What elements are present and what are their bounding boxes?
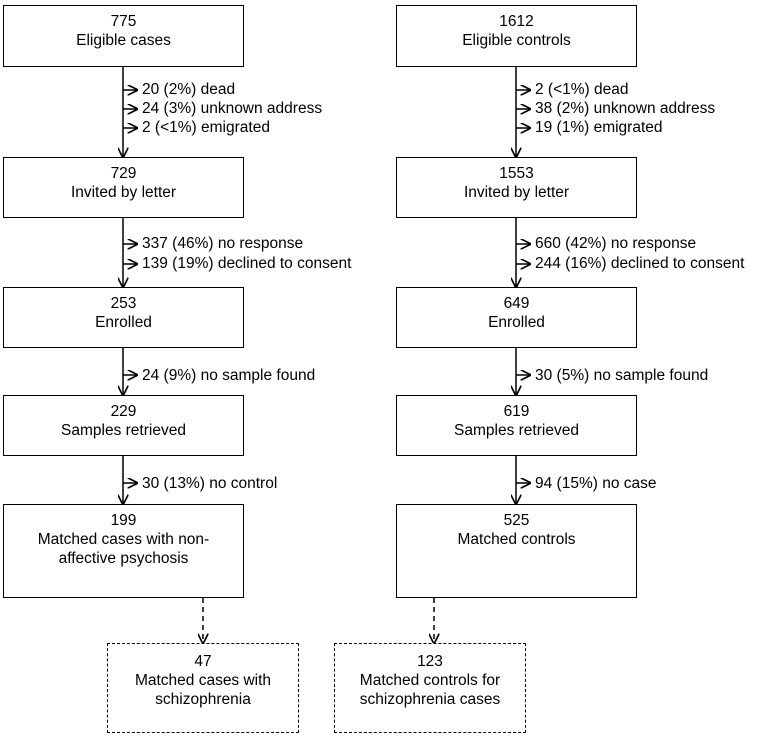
label: affective psychosis — [58, 550, 189, 567]
count: 525 — [503, 512, 530, 529]
count: 199 — [110, 512, 137, 529]
exclusion-item: 30 (5%) no sample found — [535, 367, 709, 384]
box-samples-controls: 619 Samples retrieved — [396, 395, 637, 456]
exclusion-item: 24 (3%) unknown address — [142, 100, 323, 117]
exclusion-cases-2: 337 (46%) no response 139 (19%) declined… — [142, 234, 351, 274]
box-eligible-controls: 1612 Eligible controls — [396, 5, 637, 67]
box-enrolled-controls: 649 Enrolled — [396, 287, 637, 348]
count: 47 — [194, 653, 212, 670]
exclusion-controls-2: 660 (42%) no response 244 (16%) declined… — [535, 234, 744, 274]
box-invited-controls: 1553 Invited by letter — [396, 157, 637, 218]
box-eligible-cases: 775 Eligible cases — [3, 5, 244, 67]
exclusion-controls-1: 2 (<1%) dead 38 (2%) unknown address 19 … — [535, 80, 715, 137]
box-samples-cases: 229 Samples retrieved — [3, 395, 244, 456]
label: Enrolled — [488, 314, 545, 331]
box-invited-cases: 729 Invited by letter — [3, 157, 244, 218]
label: Enrolled — [95, 314, 152, 331]
label: Invited by letter — [70, 184, 177, 201]
exclusion-item: 2 (<1%) emigrated — [142, 119, 270, 136]
exclusion-cases-3: 24 (9%) no sample found — [142, 366, 315, 385]
label: Matched controls for — [359, 672, 501, 689]
exclusion-item: 337 (46%) no response — [142, 235, 304, 252]
exclusion-controls-4: 94 (15%) no case — [535, 474, 657, 493]
label: schizophrenia — [155, 691, 251, 708]
exclusion-item: 2 (<1%) dead — [535, 81, 629, 98]
label: Eligible controls — [462, 32, 571, 49]
exclusion-item: 30 (13%) no control — [142, 475, 278, 492]
exclusion-cases-1: 20 (2%) dead 24 (3%) unknown address 2 (… — [142, 80, 322, 137]
count: 1553 — [499, 165, 534, 182]
exclusion-item: 244 (16%) declined to consent — [535, 255, 745, 272]
exclusion-item: 94 (15%) no case — [535, 475, 657, 492]
label: Matched cases with non- — [37, 531, 210, 548]
label: Invited by letter — [463, 184, 570, 201]
count: 229 — [110, 403, 137, 420]
exclusion-cases-4: 30 (13%) no control — [142, 474, 277, 493]
label: Samples retrieved — [454, 422, 579, 439]
exclusion-item: 20 (2%) dead — [142, 81, 236, 98]
count: 775 — [110, 13, 137, 30]
exclusion-item: 660 (42%) no response — [535, 235, 697, 252]
label: Samples retrieved — [61, 422, 186, 439]
exclusion-item: 139 (19%) declined to consent — [142, 255, 352, 272]
exclusion-item: 38 (2%) unknown address — [535, 100, 716, 117]
count: 619 — [503, 403, 530, 420]
label: Matched controls — [457, 531, 576, 548]
label: Eligible cases — [76, 32, 171, 49]
box-enrolled-cases: 253 Enrolled — [3, 287, 244, 348]
count: 123 — [417, 653, 443, 670]
box-matched-controls: 525 Matched controls — [396, 504, 637, 598]
label: schizophrenia cases — [359, 691, 501, 708]
box-schizophrenia-cases: 47 Matched cases with schizophrenia — [107, 643, 299, 733]
exclusion-item: 24 (9%) no sample found — [142, 367, 316, 384]
count: 253 — [110, 295, 137, 312]
box-schizophrenia-controls: 123 Matched controls for schizophrenia c… — [334, 643, 526, 733]
count: 729 — [110, 165, 137, 182]
count: 649 — [503, 295, 530, 312]
box-matched-cases: 199 Matched cases with non- affective ps… — [3, 504, 244, 598]
count: 1612 — [499, 13, 534, 30]
exclusion-controls-3: 30 (5%) no sample found — [535, 366, 708, 385]
label: Matched cases with — [134, 672, 272, 689]
exclusion-item: 19 (1%) emigrated — [535, 119, 663, 136]
